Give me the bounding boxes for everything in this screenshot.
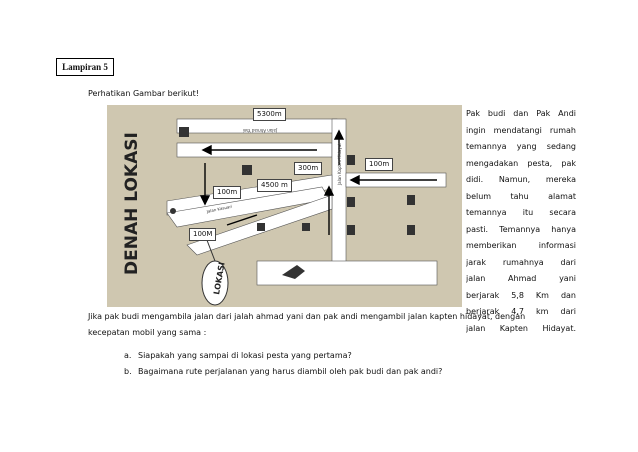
paragraph-line-2: kecepatan mobil yang sama : xyxy=(88,328,207,337)
side-line: temannya itu secara xyxy=(466,208,576,217)
distance-5300m: 5300m xyxy=(253,108,286,121)
building-icon xyxy=(257,223,265,231)
side-line: mengadakan pesta, pak xyxy=(466,158,576,168)
building-icon xyxy=(302,223,310,231)
question-b: b. Bagaimana rute perjalanan yang harus d… xyxy=(124,366,442,378)
map-figure: LOKASI DENAH LOKASI Jalan Ahmad Yani Jal… xyxy=(107,105,462,307)
building-icon xyxy=(347,225,355,235)
side-text: Pak budi dan Pak Andi ingin mendatangi r… xyxy=(466,106,576,337)
side-line: belum tahu alamat xyxy=(466,191,576,201)
building-icon xyxy=(347,197,355,207)
airplane-icon xyxy=(282,265,305,279)
question-text: Siapakah yang sampai di lokasi pesta yan… xyxy=(138,351,352,360)
bottom-block xyxy=(256,260,438,286)
question-text: Bagaimana rute perjalanan yang harus dia… xyxy=(138,367,443,376)
road-kapten-hidayat: Jalan Kapten Hidayat xyxy=(337,143,342,186)
side-line: berjarak 4,7 km dari xyxy=(466,307,576,316)
road-kasuari: Jalan Kasuari xyxy=(205,204,232,214)
side-line: Pak budi dan Pak Andi xyxy=(466,109,576,118)
attachment-label: Lampiran 5 xyxy=(56,58,114,76)
building-icon xyxy=(179,127,189,137)
side-line: memberikan informasi xyxy=(466,241,576,250)
map-title: DENAH LOKASI xyxy=(122,132,142,275)
intro-text: Perhatikan Gambar berikut! xyxy=(88,89,199,98)
question-number: a. xyxy=(124,351,132,360)
side-line: temannya yang sedang xyxy=(466,142,576,151)
location-map: LOKASI DENAH LOKASI Jalan Ahmad Yani Jal… xyxy=(107,105,462,307)
side-line: jalan Ahmad yani xyxy=(466,274,576,283)
location-dot xyxy=(170,208,176,214)
distance-100m-right: 100m xyxy=(365,158,394,171)
side-line: pasti. Temannya hanya xyxy=(466,224,576,234)
building-icon xyxy=(407,225,415,235)
distance-4500m: 4500 m xyxy=(257,179,292,192)
side-line: didi. Namun, mereka xyxy=(466,175,576,184)
building-icon xyxy=(407,195,415,205)
side-line: jalan Kapten Hidayat. xyxy=(466,323,576,333)
distance-100m-left: 100m xyxy=(213,186,242,199)
building-icon xyxy=(347,155,355,165)
side-line: jarak rumahnya dari xyxy=(466,257,576,267)
side-line: ingin mendatangi rumah xyxy=(466,125,576,135)
road-ahmad-yani: Jalan Ahmad Yani xyxy=(243,128,278,133)
side-line: berjarak 5,8 Km dan xyxy=(466,290,576,300)
paragraph-line-1: Jika pak budi mengambila jalan dari jala… xyxy=(88,312,526,321)
question-number: b. xyxy=(124,367,132,376)
distance-300m: 300m xyxy=(294,162,323,175)
question-a: a. Siapakah yang sampai di lokasi pesta y… xyxy=(124,350,352,362)
distance-100M: 100M xyxy=(189,228,217,241)
building-icon xyxy=(242,165,252,175)
